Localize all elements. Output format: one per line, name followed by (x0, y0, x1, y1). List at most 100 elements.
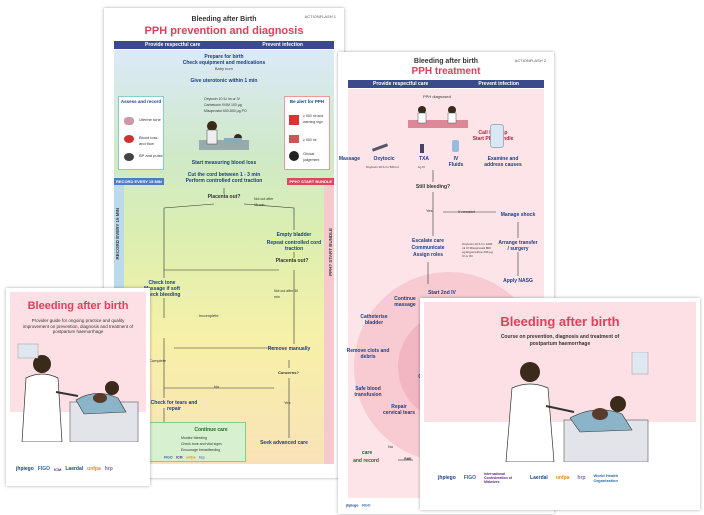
card-illustration (500, 351, 650, 463)
poster2-title: PPH treatment (411, 66, 481, 77)
card-top-panel (424, 302, 696, 422)
poster2-oxy-sub: Oxytocin 10 IU in 500 ml (366, 165, 399, 169)
poster1-massage: Massage if soft (143, 286, 181, 292)
poster1-alert-b: ≥ 500 ml (303, 138, 317, 142)
drape-icon (289, 115, 299, 125)
poster1-logo-strip: FIGO ICM unfpa hrp (164, 456, 205, 460)
poster1-check-tone: Check tone (148, 280, 176, 286)
poster1-repeat-cct: Repeat controlled cord traction (266, 240, 322, 252)
poster1-alert-head: Be alert for PPH (289, 99, 325, 104)
card-logo-figo: FIGO (463, 475, 477, 481)
poster2-continue-massage: Continue massage (394, 296, 416, 308)
card-title: Bleeding after birth (500, 314, 620, 329)
poster2-no: No (388, 444, 394, 449)
booklet-logo-jhpiego: jhpiego (16, 466, 34, 472)
uterus-icon (124, 117, 134, 125)
poster2-record: and record (353, 458, 379, 464)
poster1-bar-left: Provide respectful care (145, 42, 201, 48)
poster1-drug-2: Carbetocin IV/IM 100 µg (204, 103, 242, 107)
poster1-alert-c: Clinical judgement (303, 152, 320, 162)
poster2-assign: Assign roles (412, 252, 443, 258)
booklet-logo-strip: jhpiego FIGO ICM Laerdal unfpa hrp (16, 466, 140, 472)
poster1-placenta-out: Placenta out? (207, 194, 241, 200)
poster2-oxytocic: Oxytocic (373, 156, 395, 162)
poster1-assess-panel: Assess and record Uterine tone Blood los… (118, 96, 164, 170)
booklet-subtitle: Provider guide for ongoing practice and … (22, 318, 134, 334)
poster1-logo-icm: ICM (176, 455, 183, 460)
poster1-concerns: Concerns? (278, 370, 299, 375)
poster1-assess-c: BP and pulse (139, 153, 163, 158)
poster2-still-bleeding: Still bleeding? (415, 184, 451, 190)
bp-icon (124, 153, 134, 161)
poster1-assess-b: Blood loss and flow (139, 135, 158, 146)
poster2-safe-blood: Safe blood transfusion (354, 386, 382, 398)
poster2-logo-strip: jhpiego FIGO (346, 504, 371, 508)
poster1-step-prepare: Prepare for birth (204, 54, 244, 60)
poster1-code: ACTIONFLASH 1 (304, 14, 336, 19)
poster2-catheterise: Catheterise bladder (360, 314, 388, 326)
poster2-logo-figo: FIGO (361, 503, 371, 508)
poster1-logo-hrp: hrp (199, 455, 205, 460)
poster1-band-right: PPH? START BUNDLE (287, 178, 334, 185)
poster1-top-bar: Provide respectful care Prevent infectio… (114, 41, 334, 49)
booklet-logo-laerdal: Laerdal (65, 466, 84, 472)
poster1-cc-2: Check tone and vital signs (181, 442, 222, 446)
card-logo-hrp: hrp (577, 475, 586, 481)
poster1-check-bleeding: Check bleeding (143, 292, 181, 298)
poster2-top-bar: Provide respectful care Prevent infectio… (348, 80, 544, 88)
booklet-logo-hrp: hrp (104, 466, 113, 472)
poster1-check-tears: Check for tears and repair (150, 400, 198, 412)
poster2-fluids: IV Fluids (448, 156, 464, 168)
course-card: Bleeding after birth Course on preventio… (420, 298, 700, 510)
card-subtitle: Course on prevention, diagnosis and trea… (500, 334, 620, 347)
poster2-bar-left: Provide respectful care (373, 81, 429, 87)
poster1-alert-a: ≥ 500 ml and warning sign (303, 114, 324, 124)
poster1-yes: Yes (284, 400, 291, 405)
pph-prevention-poster: ACTIONFLASH 1 Bleeding after Birth PPH p… (104, 8, 344, 478)
head-icon (289, 151, 299, 161)
poster1-band-left: RECORD EVERY 15 MIN (114, 178, 164, 185)
poster1-step-measure: Start measuring blood loss (191, 160, 257, 166)
poster1-continue-care-panel: Continue care Monitor bleeding Check ton… (144, 422, 246, 462)
poster1-drug-3: Misoprostol 600-800 µg PO (204, 109, 247, 113)
card-logo-icm: International Confederation of Midwives (484, 472, 513, 484)
booklet-logo-figo: FIGO (37, 466, 51, 472)
poster1-title: PPH prevention and diagnosis (144, 25, 304, 37)
vial-icon (420, 144, 424, 153)
poster1-incomplete: Incomplete (199, 313, 219, 318)
card-logo-jhpiego: jhpiego (438, 475, 456, 481)
poster2-apply-nasg: Apply NASG (503, 278, 533, 284)
poster2-kicker: Bleeding after birth (413, 58, 479, 65)
poster2-repair: Repair cervical tears (383, 404, 415, 416)
poster1-not-out30: Not out after 30 min (274, 289, 299, 299)
flask-icon (289, 135, 299, 143)
bottle-icon (490, 124, 504, 148)
poster2-bar-right: Prevent infection (478, 81, 519, 87)
poster2-massage: Massage (338, 156, 360, 162)
poster1-empty-bladder: Empty bladder (276, 232, 312, 238)
poster2-txa: TXA (419, 156, 429, 162)
poster1-step-check: Check equipment and medications (182, 60, 266, 66)
poster2-examine: Examine and address causes (484, 156, 522, 168)
poster1-cc-1: Monitor bleeding (181, 436, 207, 440)
booklet-title: Bleeding after birth (27, 300, 129, 312)
poster1-bar-right: Prevent infection (262, 42, 303, 48)
iv-bag-icon (452, 140, 459, 152)
poster2-txa-sub: 1g IV (418, 165, 426, 169)
poster2-remove-clots: Remove clots and debris (346, 348, 390, 360)
poster1-kicker: Bleeding after Birth (191, 16, 257, 23)
poster2-care: care (361, 450, 373, 456)
poster2-communicate: Communicate (411, 245, 445, 251)
poster2-meds: Oxytocin 10 IU in 1000 ml IV Misoprostol… (462, 242, 493, 258)
poster1-baby-born: Baby born (214, 66, 234, 71)
provider-guide-booklet: Bleeding after birth Provider guide for … (6, 288, 150, 486)
poster1-assess-a: Uterine tone (139, 117, 161, 122)
booklet-illustration (16, 342, 140, 443)
card-logo-unfpa: unfpa (555, 475, 570, 481)
poster2-start-iv: Start 2nd IV (428, 290, 456, 296)
poster2-flow-lines (398, 170, 519, 461)
card-logo-who: World Health Organization (593, 473, 619, 483)
poster1-logo-unfpa: unfpa (185, 455, 196, 460)
booklet-logo-unfpa: unfpa (87, 466, 101, 472)
blood-icon (124, 135, 134, 143)
